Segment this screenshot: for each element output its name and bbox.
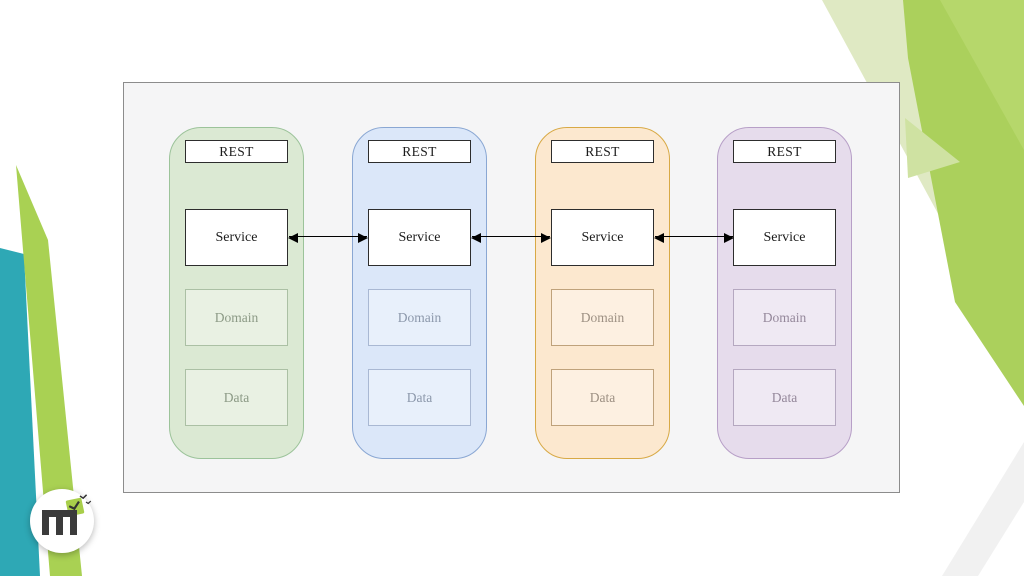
service-box: Service	[185, 209, 288, 266]
rest-label: REST	[402, 143, 437, 159]
domain-label: Domain	[214, 309, 259, 325]
domain-label: Domain	[397, 309, 442, 325]
rest-label: REST	[219, 143, 254, 159]
domain-box: Domain	[733, 289, 836, 346]
rest-box: REST	[185, 140, 288, 163]
rest-box: REST	[551, 140, 654, 163]
service-label: Service	[398, 229, 441, 245]
decor-white-diagonal-band	[890, 262, 1024, 470]
data-box: Data	[733, 369, 836, 426]
service-box: Service	[733, 209, 836, 266]
domain-box: Domain	[185, 289, 288, 346]
layer-column-blue: REST Service Domain Data	[352, 127, 487, 459]
decor-main-green-wedge	[903, 0, 1024, 406]
service-box: Service	[368, 209, 471, 266]
domain-label: Domain	[580, 309, 625, 325]
service-box: Service	[551, 209, 654, 266]
rest-box: REST	[368, 140, 471, 163]
data-box: Data	[551, 369, 654, 426]
data-label: Data	[223, 389, 250, 405]
decor-light-green-triangle	[905, 118, 960, 178]
service-link-arrow	[471, 232, 551, 243]
decor-corner-green-triangle	[940, 0, 1024, 150]
logo-badge	[30, 489, 94, 553]
service-label: Service	[215, 229, 258, 245]
decor-teal-stripe	[0, 248, 40, 576]
data-label: Data	[406, 389, 433, 405]
layer-column-green: REST Service Domain Data	[169, 127, 304, 459]
data-box: Data	[185, 369, 288, 426]
data-label: Data	[771, 389, 798, 405]
service-label: Service	[581, 229, 624, 245]
service-label: Service	[763, 229, 806, 245]
m-birds-logo-icon	[42, 494, 92, 535]
service-link-arrow	[654, 232, 734, 243]
rest-box: REST	[733, 140, 836, 163]
data-label: Data	[589, 389, 616, 405]
diagram-frame: REST Service Domain Data REST Service Do…	[123, 82, 900, 493]
decor-green-stripe	[16, 165, 82, 576]
layer-column-orange: REST Service Domain Data	[535, 127, 670, 459]
rest-label: REST	[767, 143, 802, 159]
domain-box: Domain	[368, 289, 471, 346]
domain-box: Domain	[551, 289, 654, 346]
service-link-arrow	[288, 232, 368, 243]
data-box: Data	[368, 369, 471, 426]
decor-faint-gray-band	[942, 442, 1024, 576]
rest-label: REST	[585, 143, 620, 159]
layer-column-purple: REST Service Domain Data	[717, 127, 852, 459]
domain-label: Domain	[762, 309, 807, 325]
